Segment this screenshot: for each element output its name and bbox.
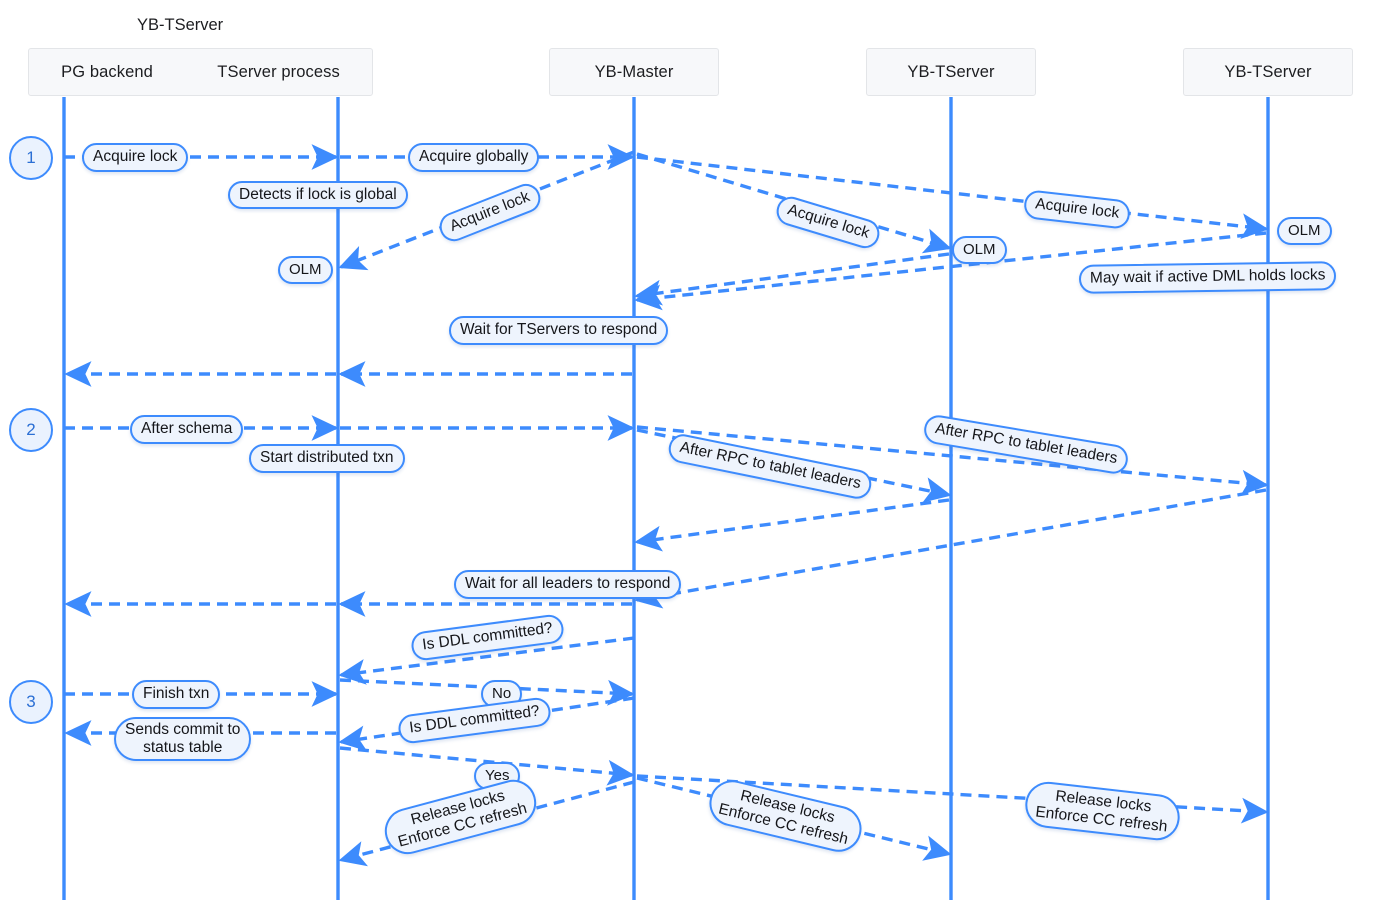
- participant-label-yb-tserver-1: YB-TServer: [907, 62, 995, 81]
- message-label-sends-commit-to-status-table: Sends commit to status table: [114, 717, 252, 761]
- message-label-olm-ts0: OLM: [278, 256, 333, 284]
- arrow-ts2-mas-response-2: [634, 488, 1267, 609]
- arrow-ts1-mas-response-2: [634, 498, 950, 552]
- participant-box-yb-tserver-2: YB-TServer: [1183, 48, 1353, 96]
- message-label-acquire-globally: Acquire globally: [408, 143, 540, 172]
- participant-box-yb-master: YB-Master: [549, 48, 719, 96]
- group-title-yb-tserver: YB-TServer: [137, 16, 224, 34]
- message-label-olm-ts2: OLM: [1277, 217, 1332, 245]
- message-label-detects-if-lock-is-global: Detects if lock is global: [228, 181, 408, 209]
- participant-box-yb-tserver-1: YB-TServer: [866, 48, 1036, 96]
- step-circle-2: 2: [9, 408, 53, 452]
- participant-label-yb-tserver-2: YB-TServer: [1224, 62, 1312, 81]
- step-number-3: 3: [26, 692, 36, 711]
- arrow-is-ddl-committed-1-mas-ts0: [338, 636, 635, 685]
- arrow-ts2-mas-response-1: [634, 231, 1267, 311]
- participant-label-pg-backend: PG backend: [61, 62, 153, 81]
- participant-label-yb-master: YB-Master: [594, 62, 674, 81]
- step-number-1: 1: [26, 148, 36, 167]
- arrow-ts1-mas-response-1: [634, 252, 950, 306]
- message-label-finish-txn: Finish txn: [132, 680, 221, 709]
- step-circle-1: 1: [9, 136, 53, 180]
- step-number-2: 2: [26, 420, 36, 439]
- message-label-wait-for-all-leaders-to-respond: Wait for all leaders to respond: [454, 570, 682, 599]
- participant-label-tserver-process: TServer process: [217, 62, 340, 81]
- arrow-after-rpc-mas-ts2: [636, 425, 1269, 496]
- step-circle-3: 3: [9, 680, 53, 724]
- message-label-start-distributed-txn: Start distributed txn: [249, 444, 405, 473]
- arrow-acquire-lock-mas-ts2: [636, 155, 1269, 240]
- message-label-may-wait-if-active-dml-holds-locks: May wait if active DML holds locks: [1078, 261, 1337, 294]
- message-label-wait-for-tservers-to-respond: Wait for TServers to respond: [449, 316, 669, 345]
- message-label-after-schema: After schema: [130, 415, 244, 444]
- arrow-acquire-lock-mas-ts0: [338, 150, 635, 271]
- message-label-olm-ts1: OLM: [952, 236, 1007, 264]
- message-label-acquire-lock-1: Acquire lock: [82, 143, 189, 172]
- participant-box-tserver-group: PG backend TServer process: [28, 48, 373, 96]
